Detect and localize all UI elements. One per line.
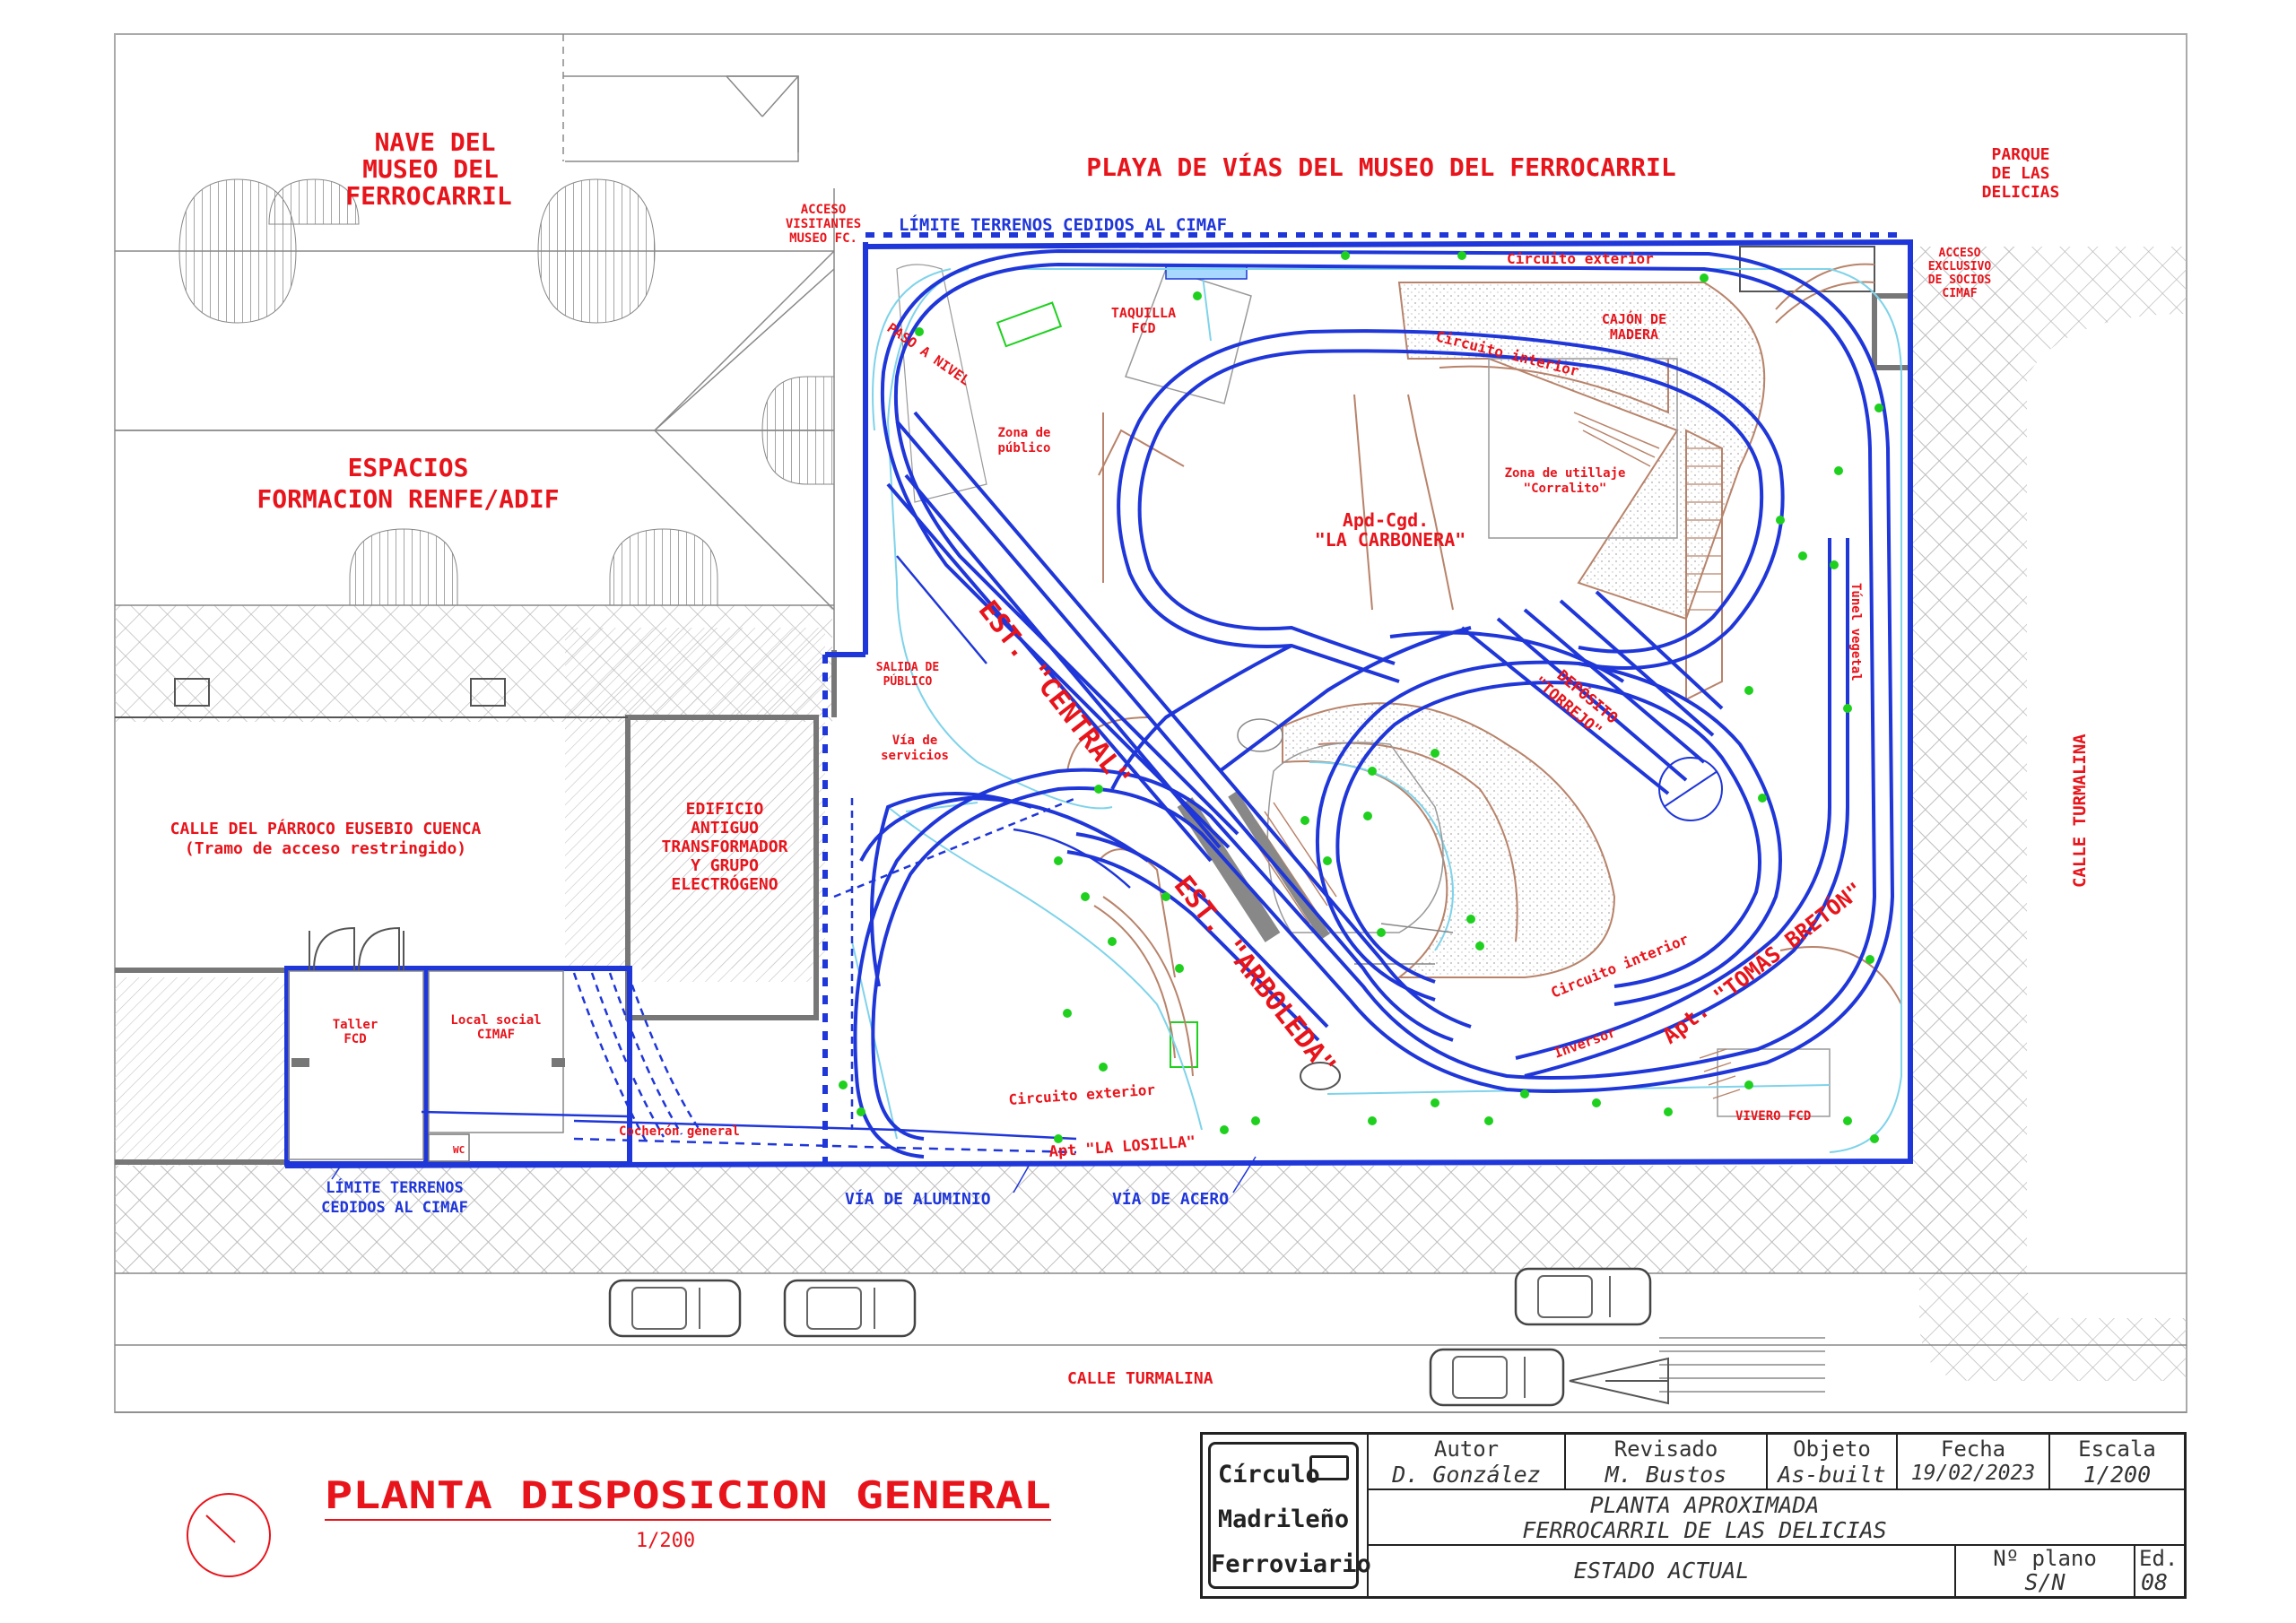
label-zona-utillaje: Zona de utillaje: [1505, 466, 1626, 481]
svg-text:Apd-Cgd."LA CARBONERA": Apd-Cgd."LA CARBONERA": [1315, 509, 1466, 551]
ed-value: 08: [2141, 1569, 2169, 1595]
label-acceso-visitantes: ACCESO: [801, 203, 847, 217]
label-acceso-socios: ACCESO: [1939, 247, 1981, 260]
estado-cell: ESTADO ACTUAL: [1369, 1546, 1956, 1596]
car: [1514, 1267, 1652, 1326]
label-via-servicios: Vía de: [892, 733, 938, 748]
plano-cell: Nº plano S/N: [1956, 1546, 2135, 1596]
museum-building: [115, 34, 835, 650]
plano-value: S/N: [2024, 1569, 2066, 1595]
estado-value: ESTADO ACTUAL: [1573, 1558, 1750, 1584]
railway-tracks: [421, 248, 1895, 1159]
autor-header: Autor: [1433, 1436, 1500, 1462]
label-playa-vias: PLAYA DE VÍAS DEL MUSEO DEL FERROCARRIL: [1086, 152, 1675, 182]
label-circuito-exterior-bottom: Circuito exterior: [1008, 1081, 1156, 1108]
autor-cell: Autor D. González: [1369, 1435, 1566, 1490]
label-salida-publico: SALIDA DE: [876, 661, 939, 674]
logo-line-1: Círculo: [1218, 1461, 1320, 1488]
label-espacios: ESPACIOS: [348, 453, 469, 482]
concession-boundary: [284, 232, 1913, 1168]
workshop-rooms: [288, 926, 565, 1162]
label-taller: Taller: [333, 1018, 378, 1032]
label-parque-delicias: PARQUE: [1991, 145, 2049, 164]
label-cocheron: Cocherón general: [619, 1124, 740, 1139]
drawing-title-text: PLANTA DISPOSICION GENERAL: [325, 1473, 1051, 1517]
description-line-2: FERROCARRIL DE LAS DELICIAS: [1522, 1517, 1887, 1543]
revisado-cell: Revisado M. Bustos: [1566, 1435, 1768, 1490]
fecha-header: Fecha: [1940, 1436, 2006, 1462]
label-taquilla: TAQUILLA: [1111, 305, 1176, 321]
svg-text:CALLE DEL PÁRROCO EUSEBIO CUEN: CALLE DEL PÁRROCO EUSEBIO CUENCA(Tramo d…: [170, 819, 482, 858]
label-via-acero: VÍA DE ACERO: [1112, 1189, 1229, 1209]
escala-cell: Escala 1/200: [2050, 1435, 2184, 1490]
revisado-header: Revisado: [1613, 1436, 1718, 1462]
label-local-social: Local social: [450, 1013, 541, 1028]
car: [783, 1279, 917, 1338]
fecha-value: 19/02/2023: [1910, 1462, 2036, 1485]
label-via-aluminio: VÍA DE ALUMINIO: [845, 1189, 991, 1209]
trees: [839, 251, 1883, 1143]
label-circuito-exterior-top: Circuito exterior: [1507, 250, 1654, 267]
logo-line-3: Ferroviario: [1211, 1550, 1371, 1578]
logo-cell: Círculo Madrileño Ferroviario: [1203, 1435, 1371, 1596]
leader-lines: [331, 1156, 1257, 1193]
label-limite-top: LÍMITE TERRENOS CEDIDOS AL CIMAF: [899, 214, 1227, 235]
ed-cell: Ed. 08: [2135, 1546, 2184, 1596]
svg-text:Zona de utillaje"Corralito": Zona de utillaje"Corralito": [1505, 466, 1626, 496]
objeto-header: Objeto: [1793, 1436, 1871, 1462]
drawing-title-scale: 1/200: [636, 1530, 695, 1552]
objeto-value: As-built: [1778, 1462, 1886, 1488]
locomotive-icon: [1309, 1455, 1349, 1480]
label-calle-turmalina-bottom: CALLE TURMALINA: [1067, 1369, 1213, 1388]
label-carbonera: Apd-Cgd.: [1343, 509, 1429, 531]
label-inversor: Inversor: [1552, 1024, 1618, 1062]
car: [1429, 1348, 1565, 1407]
street: [115, 1267, 2187, 1413]
description-cell: PLANTA APROXIMADA FERROCARRIL DE LAS DEL…: [1369, 1490, 2184, 1546]
plano-header: Nº plano: [1993, 1546, 2097, 1571]
label-tunel-vegetal: Túnel vegetal: [1848, 583, 1863, 681]
description-line-1: PLANTA APROXIMADA: [1589, 1492, 1820, 1518]
label-cajon-madera: CAJÓN DE: [1602, 310, 1666, 327]
north-arrow-icon: [187, 1493, 271, 1577]
drawing-title: PLANTA DISPOSICION GENERAL 1/200: [187, 1473, 1051, 1577]
label-edificio: EDIFICIO: [686, 800, 764, 819]
revisado-value: M. Bustos: [1605, 1462, 1727, 1488]
label-wc: WC: [453, 1144, 465, 1156]
label-vivero: VIVERO FCD: [1735, 1109, 1811, 1124]
autor-value: D. González: [1392, 1462, 1541, 1488]
title-block: Círculo Madrileño Ferroviario Autor D. G…: [1200, 1432, 2187, 1599]
label-calle-parroco: CALLE DEL PÁRROCO EUSEBIO CUENCA: [170, 819, 482, 838]
ed-header: Ed.: [2139, 1546, 2179, 1571]
label-est-central: EST. "CENTRAL": [972, 595, 1136, 793]
club-logo: Círculo Madrileño Ferroviario: [1208, 1442, 1371, 1589]
escala-value: 1/200: [2083, 1462, 2152, 1488]
escala-header: Escala: [2078, 1436, 2156, 1462]
sidewalk-hatching: [115, 247, 2187, 1381]
label-apt-losilla: Apt "LA LOSILLA": [1048, 1133, 1196, 1161]
label-nave-museo: NAVE DEL: [375, 127, 496, 157]
logo-line-2: Madrileño: [1217, 1506, 1350, 1533]
car: [608, 1279, 742, 1338]
label-calle-turmalina-right: CALLE TURMALINA: [2070, 733, 2090, 888]
label-zona-publico: Zona de: [997, 426, 1050, 440]
label-limite-bottom: LÍMITE TERRENOS: [326, 1177, 464, 1197]
objeto-cell: Objeto As-built: [1768, 1435, 1898, 1490]
fecha-cell: Fecha 19/02/2023: [1898, 1435, 2050, 1490]
